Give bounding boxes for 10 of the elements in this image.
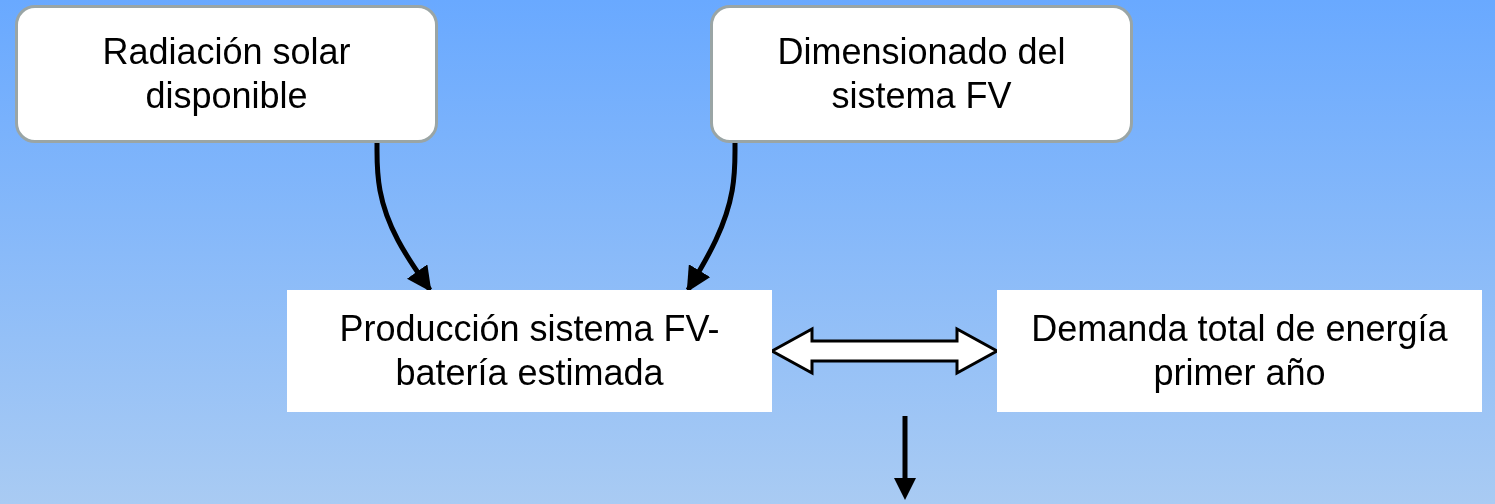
node-label: Demanda total de energía primer año xyxy=(1030,307,1449,395)
curved-arrow xyxy=(374,143,433,293)
rounded-box xyxy=(15,5,438,143)
node-label: Radiación solar disponible xyxy=(101,30,352,118)
node-label: Producción sistema FV-batería estimada xyxy=(338,307,721,395)
rounded-box xyxy=(710,5,1133,143)
curved-arrow xyxy=(685,143,738,293)
text-box xyxy=(287,290,772,412)
node-label: Dimensionado del sistema FV xyxy=(776,30,1067,118)
text-box xyxy=(997,290,1482,412)
